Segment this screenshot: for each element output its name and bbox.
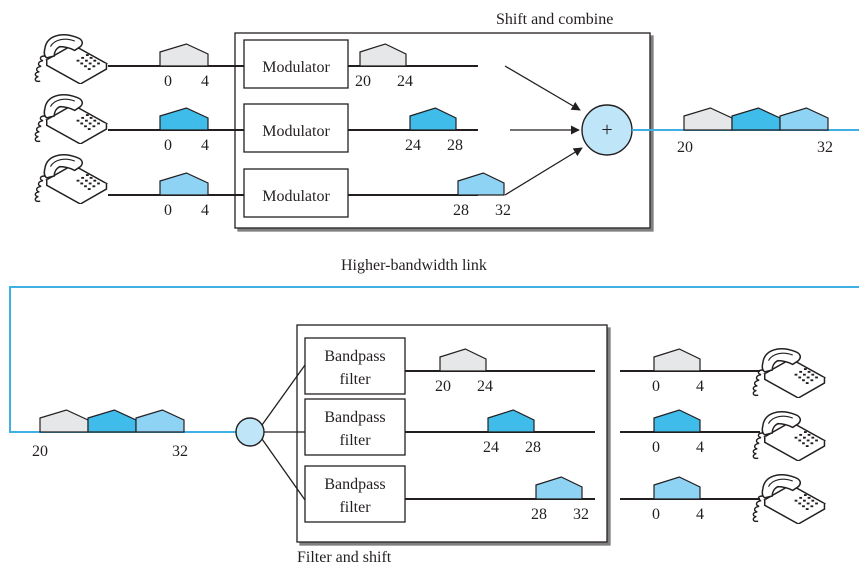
input-band-spectrum <box>159 172 209 196</box>
input-band-lo-label: 0 <box>164 202 172 219</box>
filtered-band-spectrum <box>487 409 535 433</box>
bandpass-filter-label: filter <box>339 499 371 516</box>
splitter-node <box>235 417 265 447</box>
input-band-lo-label: 0 <box>164 73 172 90</box>
bandpass-filter-box <box>304 465 406 523</box>
arrow-to-summer-1 <box>504 65 581 111</box>
output-band-spectrum <box>653 476 701 500</box>
output-band-hi-label: 4 <box>696 439 704 456</box>
shift-and-combine-title: Shift and combine <box>496 11 613 28</box>
input-band-hi-label: 4 <box>201 73 209 90</box>
filtered-band-lo-label: 28 <box>531 506 547 523</box>
modulator-label: Modulator <box>262 188 330 205</box>
shifted-band-lo-label: 24 <box>405 137 421 154</box>
combined-band-spectrum <box>87 409 137 433</box>
shifted-band-hi-label: 32 <box>495 202 511 219</box>
input-band-hi-label: 4 <box>201 137 209 154</box>
output-band-lo-label: 0 <box>652 506 660 523</box>
filtered-band-hi-label: 32 <box>573 506 589 523</box>
telephone-icon <box>752 347 826 398</box>
input-band-spectrum <box>159 107 209 131</box>
mux-output-hi-label: 32 <box>817 139 833 156</box>
split-line-1 <box>261 364 306 426</box>
bandpass-filter-label: Bandpass <box>324 409 385 426</box>
bandpass-filter-box <box>304 337 406 395</box>
shifted-band-hi-label: 24 <box>397 73 413 90</box>
modulator-label: Modulator <box>262 123 330 140</box>
modulator-label: Modulator <box>262 59 330 76</box>
shifted-band-spectrum <box>409 107 457 131</box>
telephone-icon <box>34 153 108 204</box>
combined-band-spectrum <box>779 107 829 131</box>
bandpass-filter-box <box>304 398 406 456</box>
bandpass-filter-label: Bandpass <box>324 476 385 493</box>
modulator-box <box>243 168 349 218</box>
output-band-spectrum <box>653 348 701 372</box>
output-band-lo-label: 0 <box>652 439 660 456</box>
filtered-band-spectrum <box>439 348 487 372</box>
filtered-band-spectrum <box>535 476 583 500</box>
filtered-band-lo-label: 24 <box>483 439 499 456</box>
demux-input-lo-label: 20 <box>32 443 48 460</box>
plus-symbol: + <box>601 119 612 141</box>
combined-band-spectrum <box>731 107 781 131</box>
input-band-spectrum <box>159 43 209 67</box>
shifted-band-lo-label: 20 <box>355 73 371 90</box>
shifted-band-hi-label: 28 <box>447 137 463 154</box>
filtered-band-hi-label: 28 <box>525 439 541 456</box>
output-band-lo-label: 0 <box>652 378 660 395</box>
shifted-band-spectrum <box>457 172 505 196</box>
combined-band-spectrum <box>39 409 89 433</box>
telephone-icon <box>34 93 108 144</box>
demux-input-hi-label: 32 <box>172 443 188 460</box>
bandpass-filter-label: Bandpass <box>324 348 385 365</box>
telephone-icon <box>752 410 826 461</box>
arrow-to-summer-3 <box>504 147 583 196</box>
split-line-3 <box>261 438 306 501</box>
output-band-hi-label: 4 <box>696 378 704 395</box>
shifted-band-lo-label: 28 <box>453 202 469 219</box>
modulator-box <box>243 39 349 89</box>
output-band-hi-label: 4 <box>696 506 704 523</box>
bandpass-filter-label: filter <box>339 432 371 449</box>
bandpass-filter-label: filter <box>339 371 371 388</box>
input-band-lo-label: 0 <box>164 137 172 154</box>
mux-output-lo-label: 20 <box>677 139 693 156</box>
filtered-band-hi-label: 24 <box>477 378 493 395</box>
combined-band-spectrum <box>683 107 733 131</box>
telephone-icon <box>34 33 108 84</box>
shifted-band-spectrum <box>359 43 407 67</box>
telephone-icon <box>752 473 826 524</box>
combined-band-spectrum <box>135 409 185 433</box>
filter-and-shift-title: Filter and shift <box>297 549 392 566</box>
modulator-box <box>243 103 349 153</box>
higher-bandwidth-link-label: Higher-bandwidth link <box>341 257 487 274</box>
input-band-hi-label: 4 <box>201 202 209 219</box>
output-band-spectrum <box>653 409 701 433</box>
filtered-band-lo-label: 20 <box>435 378 451 395</box>
